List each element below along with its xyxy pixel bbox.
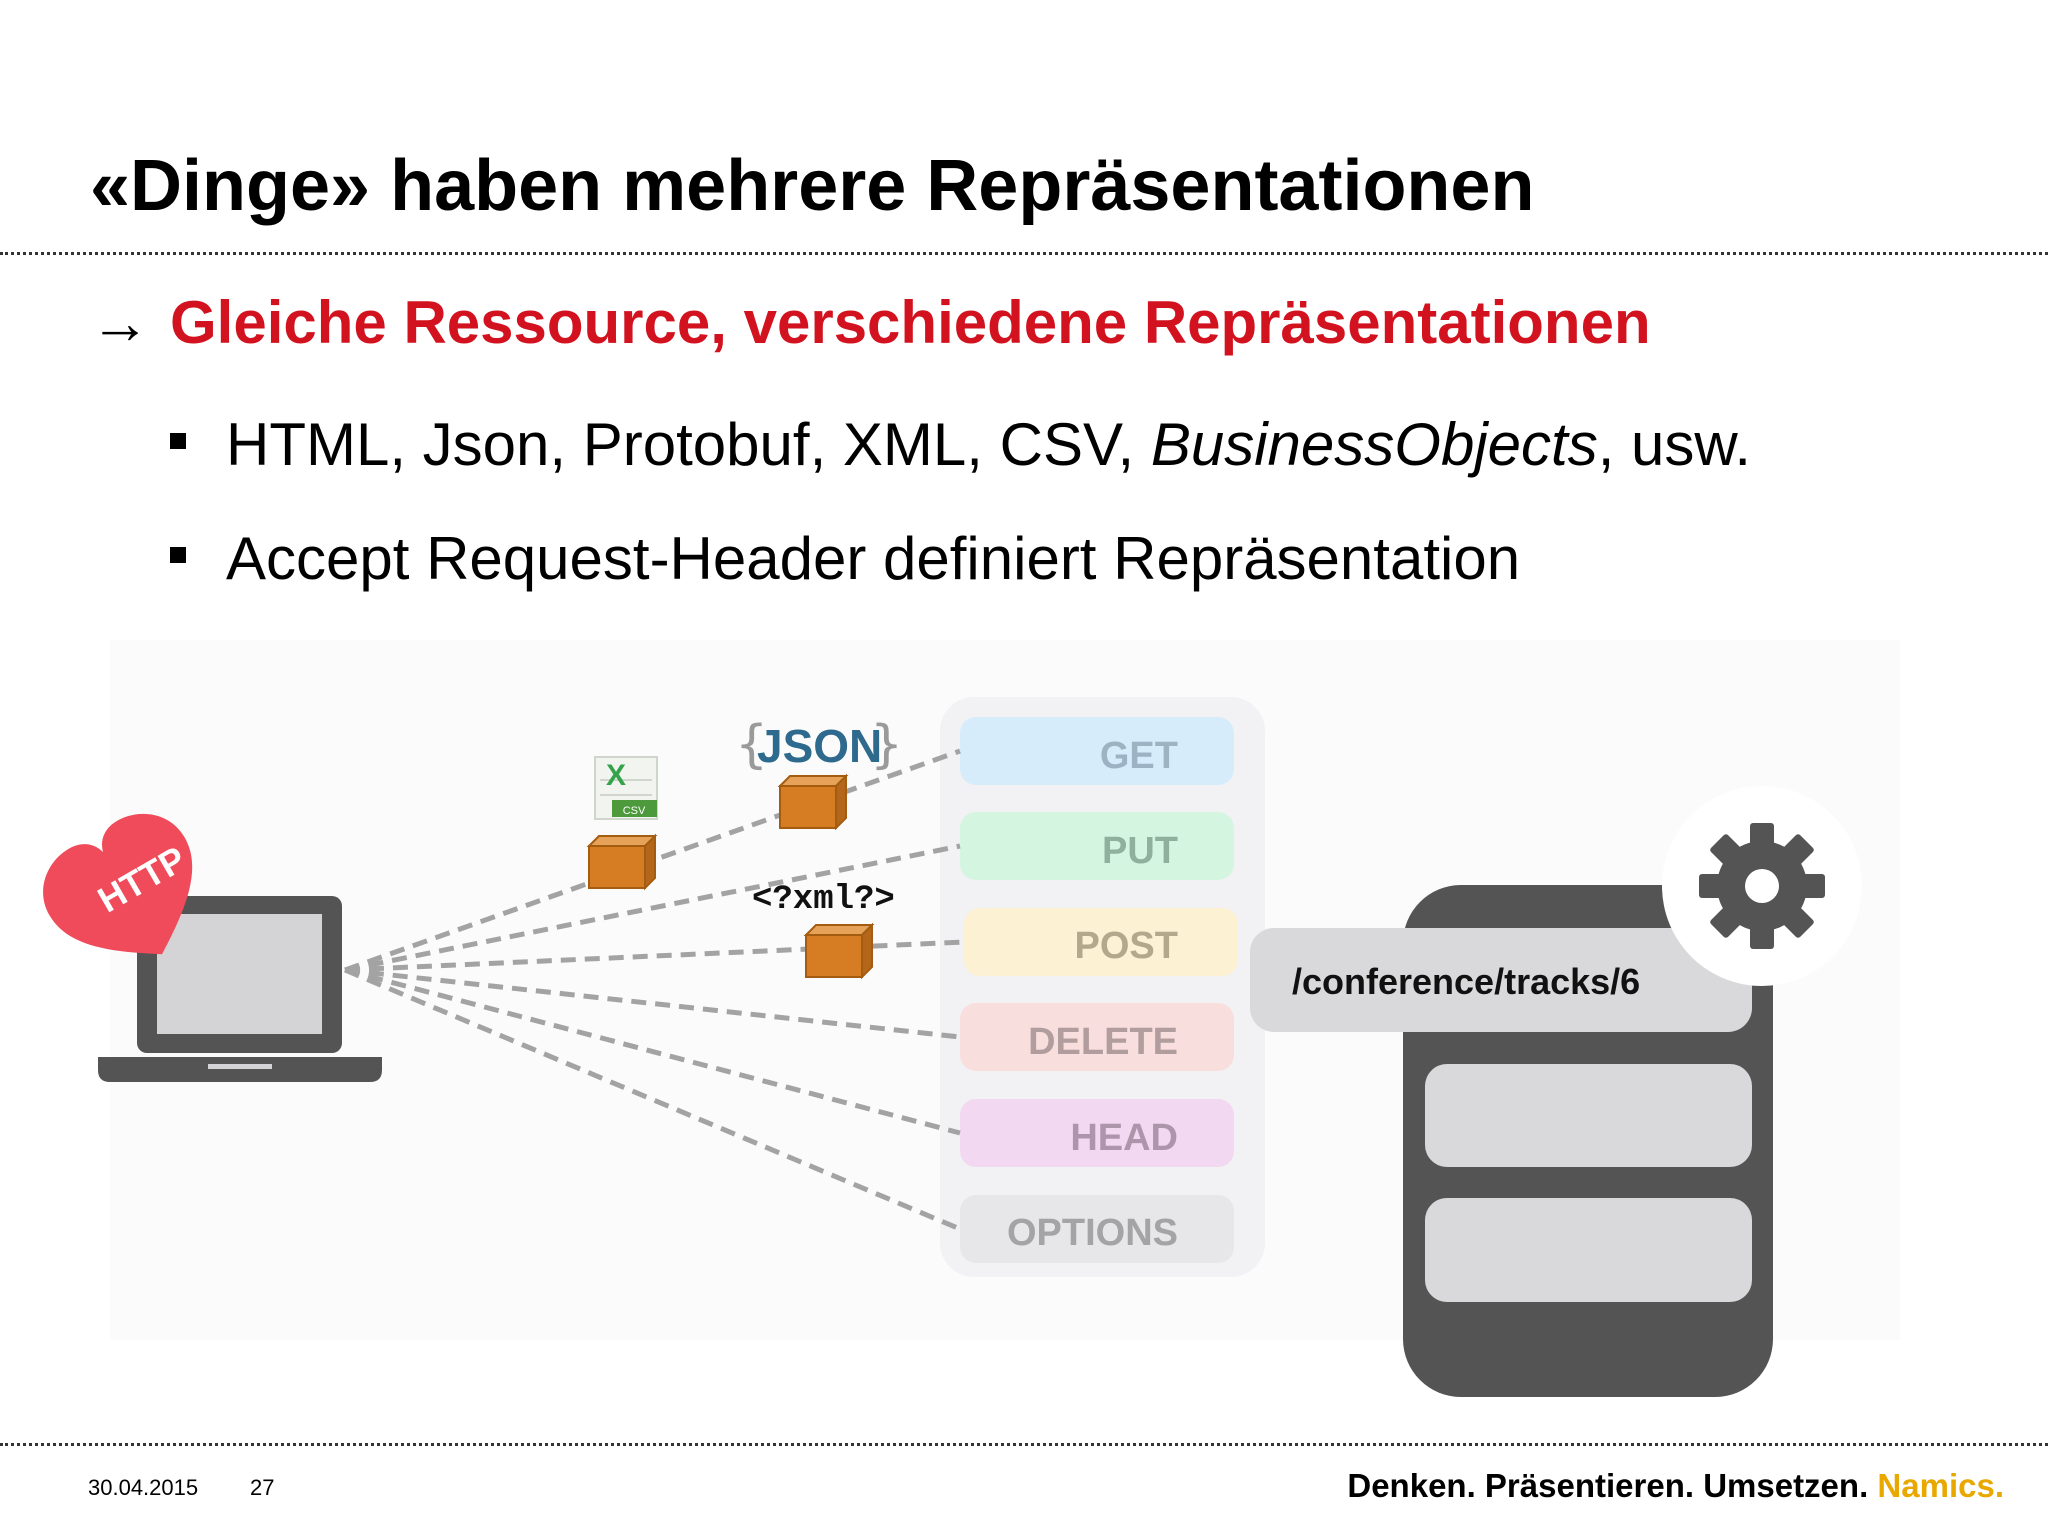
server-slot [1425,1064,1752,1167]
csv-icon-label: CSV [623,805,646,817]
arrow-right-icon: → [90,289,150,356]
method-head-pill: HEAD [960,1099,1234,1167]
csv-excel-icon: X CSV [594,756,658,820]
http-heart-icon: HTTP [43,813,193,955]
bullet-square-icon [170,547,186,563]
brand-name: Namics. [1877,1467,2004,1504]
footer-date: 30.04.2015 [88,1475,199,1500]
bullet-text-formats: HTML, Json, Protobuf, XML, CSV, [226,411,1151,478]
json-logo-brace-open: { [735,715,768,775]
method-put-label: PUT [1102,830,1178,872]
request-line [344,967,961,1136]
json-logo-text: JSON [757,720,882,772]
method-get-label: GET [1100,735,1178,777]
bullet-text-accept-header: Accept Request-Header definiert Repräsen… [226,525,1521,592]
method-delete-label: DELETE [1028,1021,1178,1063]
title-divider [0,252,2048,255]
laptop-icon [98,896,382,1082]
subheading-text: Gleiche Ressource, verschiedene Repräsen… [170,289,1651,356]
server-slot [1425,1198,1752,1302]
bullet-square-icon [170,433,186,449]
method-options-label: OPTIONS [1007,1212,1178,1254]
request-line [344,967,961,1232]
slide-title: «Dinge» haben mehrere Repräsentationen [90,146,1535,226]
resource-path-text: /conference/tracks/6 [1292,961,1640,1002]
json-logo-brace-close: } [870,715,903,775]
bullet-text-businessobjects: BusinessObjects [1150,411,1598,478]
package-box-icon [803,922,875,980]
method-post-label: POST [1075,925,1178,967]
json-logo: { JSON } [735,715,903,775]
subheading: → Gleiche Ressource, verschiedene Repräse… [90,290,1651,356]
gear-icon [1662,786,1862,986]
bullet-text-suffix: , usw. [1597,411,1752,478]
footer-slogan: Denken. Präsentieren. Umsetzen. Namics. [1347,1467,2004,1505]
method-delete-pill: DELETE [960,1003,1234,1071]
method-put-pill: PUT [960,812,1234,880]
xml-logo: <?xml?> [752,881,895,919]
method-get-pill: GET [960,717,1234,785]
page-number: 27 [250,1475,275,1500]
method-head-label: HEAD [1070,1117,1178,1159]
request-line [344,967,961,1040]
footer-divider [0,1443,2048,1446]
slogan-text: Denken. Präsentieren. Umsetzen. [1347,1467,1869,1504]
method-post-pill: POST [964,908,1238,976]
resource-path-label: /conference/tracks/6 [1250,928,1752,1032]
request-line [344,843,961,973]
bullet-item: HTML, Json, Protobuf, XML, CSV, Business… [170,412,1751,478]
package-box-icon [586,833,658,891]
csv-icon-letter: X [606,759,626,792]
bullet-item: Accept Request-Header definiert Repräsen… [170,526,1520,592]
package-box-icon [777,773,849,831]
method-options-pill: OPTIONS [960,1195,1234,1263]
